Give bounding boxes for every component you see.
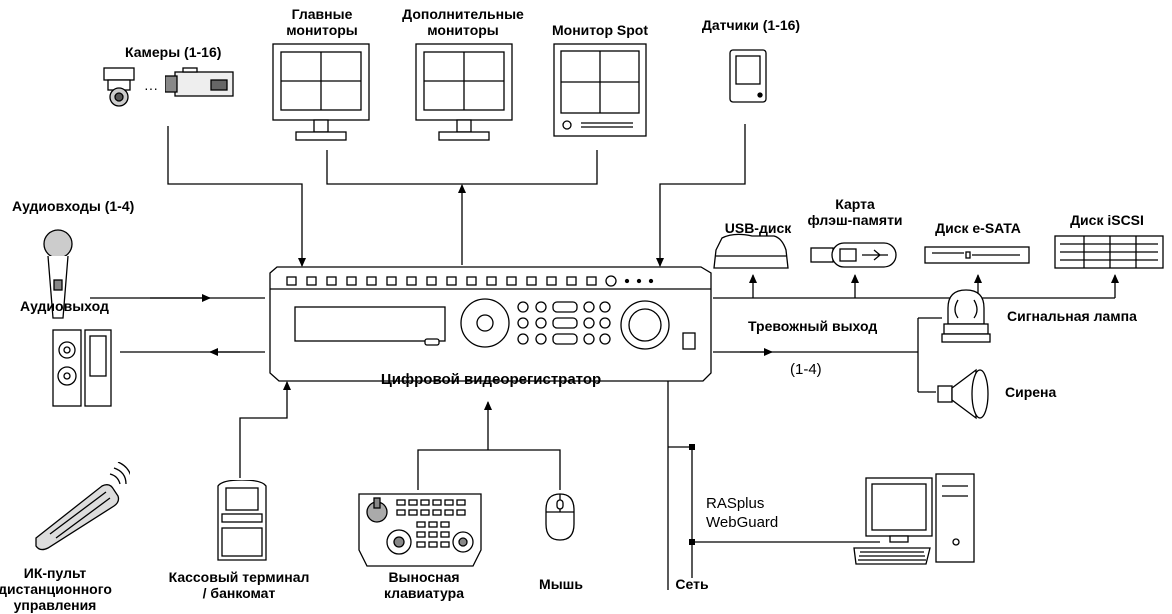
- label-flash-card-line1: Карта: [835, 196, 875, 212]
- computer-icon: [852, 472, 976, 575]
- ellipsis-icon: ···: [144, 80, 158, 96]
- label-pos-line1: Кассовый терминал: [168, 569, 310, 585]
- label-alarm-range: (1-4): [790, 361, 822, 378]
- label-extra-monitors-line1: Дополнительные: [402, 6, 524, 22]
- label-signal-lamp: Сигнальная лампа: [1007, 308, 1137, 324]
- label-keyboard: Выносная клавиатура: [384, 569, 464, 601]
- box-camera-icon: [164, 66, 240, 107]
- label-usb-disk: USB-диск: [724, 220, 792, 236]
- mouse-icon: [542, 492, 578, 547]
- monitor-icon: [272, 43, 372, 154]
- label-main-monitors-line1: Главные: [291, 6, 353, 22]
- label-software: RASplus WebGuard: [706, 494, 778, 532]
- pos-terminal-icon: [212, 479, 272, 567]
- dome-camera-icon: [100, 64, 140, 115]
- signal-lamp-icon: [940, 288, 992, 349]
- label-cameras: Камеры (1-16): [125, 44, 222, 60]
- label-pos-line2: / банкомат: [202, 585, 276, 601]
- label-extra-monitors-line2: мониторы: [427, 22, 499, 38]
- label-audio-in: Аудиовходы (1-4): [12, 198, 135, 214]
- label-sensors: Датчики (1-16): [701, 17, 801, 33]
- dvr-icon: [265, 265, 715, 388]
- esata-disk-icon: [924, 243, 1032, 272]
- label-ir-remote: ИК-пульт дистанционного управления: [0, 565, 112, 613]
- label-esata-disk: Диск e-SATA: [935, 220, 1021, 236]
- label-extra-monitors: Дополнительные мониторы: [402, 6, 524, 38]
- label-iscsi-disk: Диск iSCSI: [1070, 212, 1144, 228]
- label-main-monitors-line2: мониторы: [286, 22, 358, 38]
- label-spot-monitor: Монитор Spot: [551, 22, 649, 38]
- pos-wire: [239, 381, 291, 478]
- label-software-line1: RASplus: [706, 495, 765, 512]
- label-network: Сеть: [675, 576, 709, 592]
- usb-disk-icon: [712, 232, 792, 279]
- label-mouse: Мышь: [539, 576, 583, 592]
- siren-icon: [936, 366, 996, 427]
- microphone-icon: [40, 228, 76, 329]
- label-software-line2: WebGuard: [706, 514, 779, 531]
- label-keyboard-line2: клавиатура: [383, 585, 465, 601]
- label-ir-remote-line3: управления: [13, 597, 97, 613]
- network-branch: [668, 446, 693, 578]
- label-dvr: Цифровой видеорегистратор: [380, 371, 602, 388]
- network-node: [689, 539, 695, 545]
- alarm-taps: [918, 317, 942, 393]
- kbd-mouse-bus: [417, 449, 561, 490]
- monitor-bus: [326, 150, 598, 185]
- monitor-icon: [415, 43, 515, 154]
- speaker-icon: [52, 328, 114, 413]
- keyboard-controller-icon: [355, 490, 485, 573]
- label-flash-card: Карта флэш-памяти: [807, 196, 902, 228]
- label-alarm-out: Тревожный выход: [748, 318, 878, 334]
- label-flash-card-line2: флэш-памяти: [807, 212, 903, 228]
- usb-flash-icon: [810, 240, 900, 275]
- label-ir-remote-line1: ИК-пульт: [23, 565, 87, 581]
- camera-wire: [167, 126, 306, 267]
- label-keyboard-line1: Выносная: [388, 569, 460, 585]
- label-audio-out: Аудиовыход: [20, 298, 109, 314]
- label-pos: Кассовый терминал / банкомат: [169, 569, 310, 601]
- label-siren: Сирена: [1005, 384, 1057, 400]
- spot-monitor-icon: [553, 43, 649, 144]
- network-node: [689, 444, 695, 450]
- sensor-icon: [728, 48, 772, 111]
- sensor-wire: [656, 124, 746, 267]
- iscsi-disk-icon: [1054, 234, 1166, 275]
- label-main-monitors: Главные мониторы: [286, 6, 358, 38]
- label-ir-remote-line2: дистанционного: [0, 581, 112, 597]
- ir-remote-icon: [30, 461, 133, 557]
